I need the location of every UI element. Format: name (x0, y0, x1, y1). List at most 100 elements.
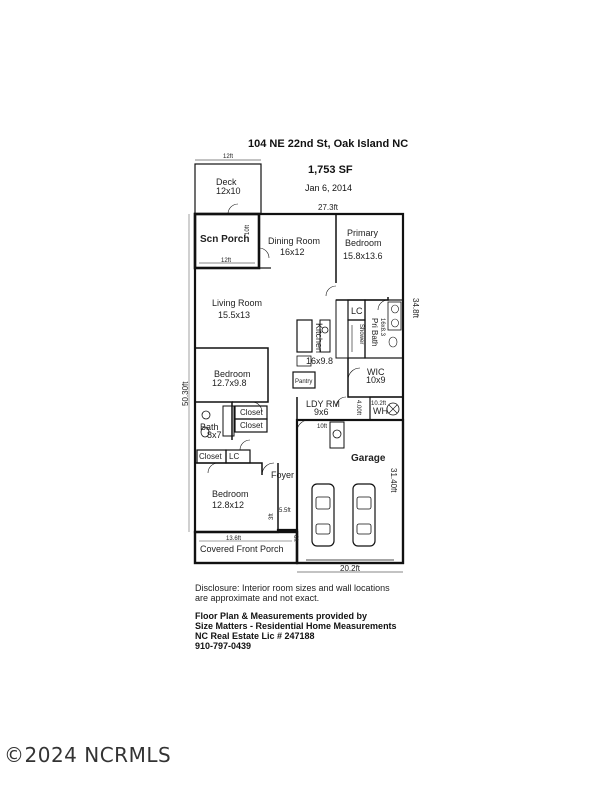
garage-door-arc (296, 419, 310, 431)
front-porch-box (193, 530, 299, 565)
front-porch-depth-dim: 6ft (292, 535, 298, 542)
primary-door-arc (325, 285, 337, 297)
screen-porch-box (193, 212, 261, 270)
foyer-door-arc (261, 462, 275, 476)
screen-porch-label: Scn Porch (200, 234, 249, 245)
car1-rear (315, 523, 331, 535)
primary-bath-door-arc (377, 299, 389, 311)
wh-width-dim: 10.2ft (371, 401, 386, 407)
wh-label: WH (373, 406, 388, 416)
plan-address: 104 NE 22nd St, Oak Island NC (248, 138, 409, 150)
kitchen-label: Kitchen (314, 323, 324, 353)
bedroom2-label: Bedroom (212, 489, 249, 499)
pantry-box (292, 371, 316, 389)
garage-drum (332, 429, 342, 439)
bath-label: Bath (200, 422, 219, 432)
ldy-depth-dim: 4.00ft (355, 400, 361, 415)
bedroom1-door-arc (251, 401, 263, 413)
stove-box (296, 355, 312, 367)
wic-size: 10x9 (366, 375, 386, 385)
dining-size: 16x12 (280, 247, 305, 257)
screen-porch-depth-dim: 10ft (245, 225, 251, 235)
top-width-dim: 27.3ft (318, 203, 339, 212)
bath-size: 8x7 (207, 430, 222, 440)
deck-size: 12x10 (216, 186, 241, 196)
closet-c-label: Closet (199, 452, 222, 461)
bottom-width-dim: 20.2ft (340, 564, 361, 573)
right-depth-dim: 34.8ft (411, 298, 420, 319)
primary-label-2: Bedroom (345, 238, 382, 248)
pantry-label: Pantry (295, 379, 312, 385)
disclosure-line-2: are approximate and not exact. (195, 593, 320, 603)
deck-door-arc (227, 203, 239, 215)
credit-line-1: Floor Plan & Measurements provided by (195, 611, 368, 621)
bedroom1-wall (195, 347, 269, 403)
front-porch-width-dim: 13.6ft (226, 536, 241, 542)
pri-bath-box (364, 299, 404, 359)
water-heater (386, 402, 400, 416)
pri-bath-size: 16x8.3 (379, 318, 385, 337)
pri-bath-toilet (388, 336, 398, 348)
lc-top-label: LC (351, 306, 363, 316)
garage-counter (329, 421, 345, 449)
credit-line-2: Size Matters - Residential Home Measurem… (195, 621, 397, 631)
pri-bath-sink1 (391, 304, 399, 314)
deck-width-dim: 12ft (223, 154, 233, 160)
front-step-dim: 5.5ft (279, 508, 291, 514)
kitchen-island (296, 319, 313, 353)
laundry-size: 9x6 (314, 407, 329, 417)
garage-inner-dim: 10ft (317, 424, 327, 430)
deck-label: Deck (216, 177, 237, 187)
pri-bath-sink2 (391, 318, 399, 328)
kitchen-sink (321, 326, 329, 334)
closet-a-label: Closet (240, 408, 263, 417)
garage-label: Garage (351, 453, 386, 464)
left-depth-dim: 50.30ft (181, 381, 190, 406)
dining-label: Dining Room (268, 236, 320, 246)
bath-wall (195, 401, 233, 440)
garage-depth-dim: 31.40ft (389, 468, 398, 493)
car1-body (311, 483, 335, 547)
bedroom1-label: Bedroom (214, 369, 251, 379)
shower-tray (335, 299, 349, 359)
bedroom2-size: 12.8x12 (212, 500, 244, 510)
hall-wall (195, 462, 263, 475)
car2-windshield (356, 496, 372, 510)
garage-box (295, 418, 405, 565)
plan-square-footage: 1,753 SF (308, 164, 353, 176)
credit-line-4: 910-797-0439 (195, 641, 252, 651)
bath-toilet (200, 426, 210, 438)
screen-porch-width-dim: 12ft (221, 258, 231, 264)
car2-rear (356, 523, 372, 535)
front-porch-label: Covered Front Porch (200, 544, 284, 554)
lc-bottom-label: LC (229, 452, 239, 461)
closet-b-box (234, 418, 268, 433)
copyright-watermark: ©2024 NCRMLS (4, 743, 172, 767)
wic-door-arc (347, 367, 361, 381)
shower-label: Shower (358, 324, 364, 344)
primary-size: 15.8x13.6 (343, 251, 383, 261)
laundry-door-arc (335, 396, 347, 408)
wic-label: WIC (367, 367, 385, 377)
car1-windshield (315, 496, 331, 510)
bedroom1-size: 12.7x9.8 (212, 378, 247, 388)
bedroom2-door-arc (207, 462, 219, 474)
plan-date: Jan 6, 2014 (305, 183, 353, 193)
bath-sink (201, 410, 211, 420)
living-label: Living Room (212, 298, 262, 308)
disclosure-line-1: Disclosure: Interior room sizes and wall… (195, 583, 390, 593)
car2-body (352, 483, 376, 547)
foyer-label: Foyer (271, 470, 294, 480)
kitchen-counter (319, 319, 331, 353)
primary-label-1: Primary (347, 228, 378, 238)
foyer-gap-dim: 3ft (269, 513, 275, 520)
bath-tub (222, 405, 235, 437)
living-size: 15.5x13 (218, 310, 250, 320)
pri-bath-label: Pri Bath (370, 318, 379, 346)
wh-x (388, 404, 398, 414)
laundry-label: LDY RM (306, 399, 340, 409)
bath-door-arc (239, 439, 251, 451)
pri-bath-vanity (387, 301, 402, 331)
credit-line-3: NC Real Estate Lic # 247188 (195, 631, 315, 641)
